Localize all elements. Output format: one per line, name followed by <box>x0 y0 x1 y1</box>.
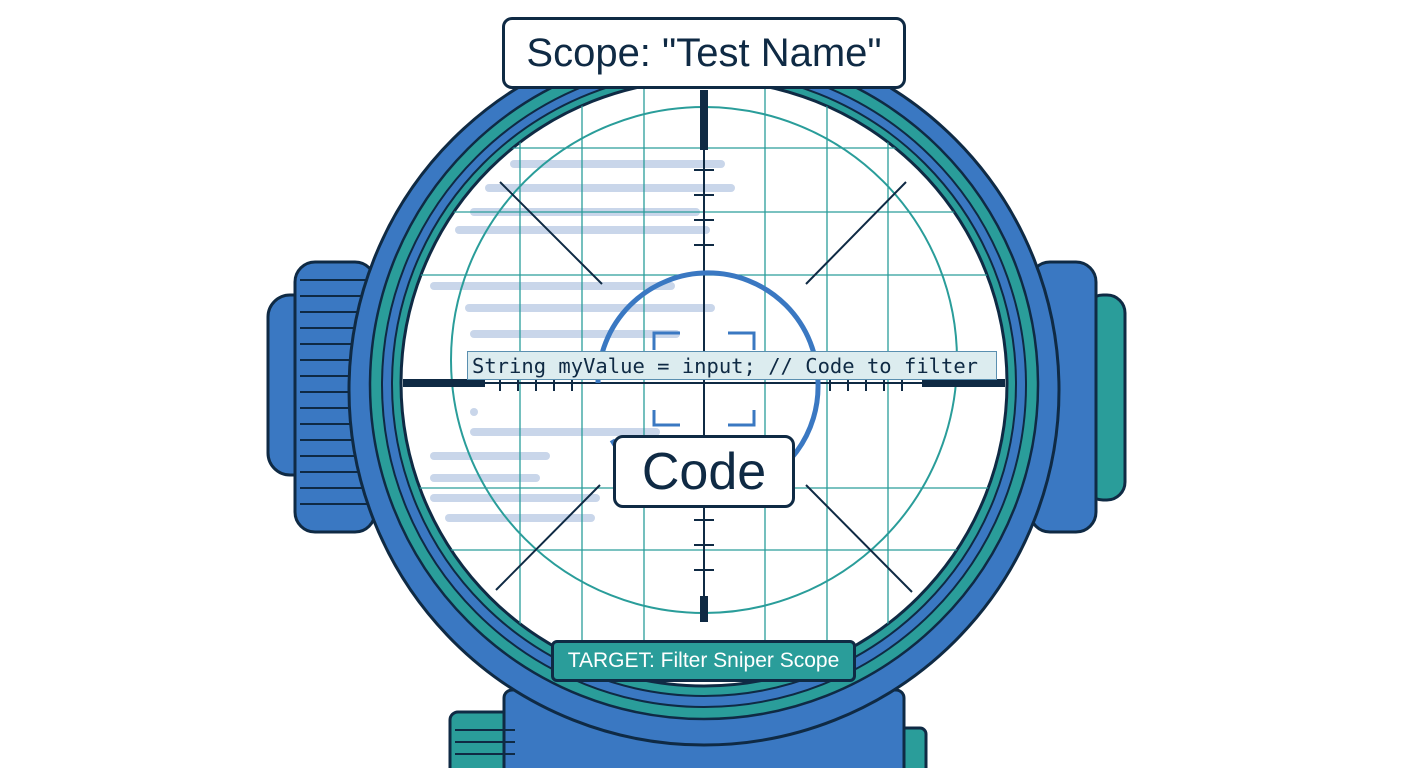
center-brackets <box>652 331 756 427</box>
crosshair <box>403 90 1005 622</box>
crosshair-ticks <box>499 169 903 571</box>
center-code-label: Code <box>613 435 795 508</box>
scope-title-label: Scope: "Test Name" <box>502 17 906 89</box>
reticle-diagonals <box>495 181 913 593</box>
blurred-text-lines <box>430 160 735 522</box>
target-badge: TARGET: Filter Sniper Scope <box>551 640 856 682</box>
code-line-highlight: String myValue = input; // Code to filte… <box>467 351 997 380</box>
